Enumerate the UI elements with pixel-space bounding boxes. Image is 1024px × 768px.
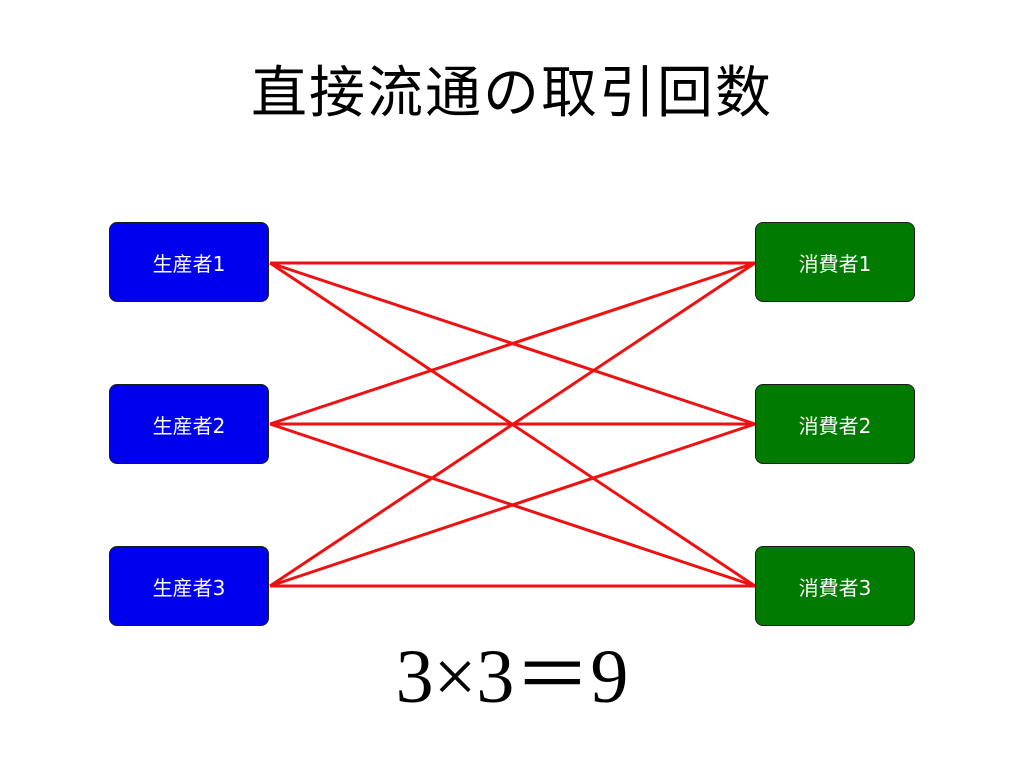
consumer-node-2: 消費者2 bbox=[755, 384, 915, 464]
consumer-node-3: 消費者3 bbox=[755, 546, 915, 626]
consumer-label-2: 消費者2 bbox=[798, 413, 872, 438]
link-producer-3-consumer-2 bbox=[269, 422, 756, 588]
producer-label-1: 生産者1 bbox=[152, 251, 226, 276]
consumer-label-1: 消費者1 bbox=[798, 251, 872, 276]
producer-node-3: 生産者3 bbox=[109, 546, 269, 626]
link-producer-2-consumer-1 bbox=[269, 261, 756, 426]
diagram-title: 直接流通の取引回数 bbox=[251, 61, 773, 126]
link-producer-3-consumer-1 bbox=[269, 261, 756, 588]
producer-label-3: 生産者3 bbox=[152, 575, 226, 600]
consumer-label-3: 消費者3 bbox=[798, 575, 872, 600]
producer-node-2: 生産者2 bbox=[109, 384, 269, 464]
consumer-node-1: 消費者1 bbox=[755, 222, 915, 302]
producer-node-1: 生産者1 bbox=[109, 222, 269, 302]
producer-label-2: 生産者2 bbox=[152, 413, 226, 438]
transaction-count-formula: 3×3＝9 bbox=[395, 635, 629, 719]
